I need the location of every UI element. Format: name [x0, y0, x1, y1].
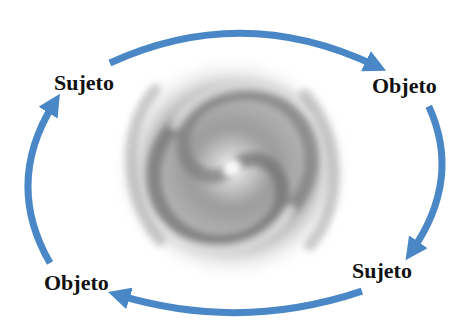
term-text: Sujeto [54, 70, 114, 95]
term-text: Objeto [44, 270, 109, 295]
cycle-term: Objeto [40, 269, 113, 297]
cycle-term: Sujeto [348, 257, 416, 285]
cycle-arrow [28, 103, 54, 263]
cycle-term: Objeto [368, 72, 441, 100]
cycle-arrow [110, 33, 376, 66]
term-text: Objeto [372, 73, 437, 98]
cycle-term: Sujeto [50, 69, 118, 97]
cycle-arrow [412, 106, 442, 251]
term-text: Sujeto [352, 258, 412, 283]
cycle-arrow [119, 291, 362, 312]
